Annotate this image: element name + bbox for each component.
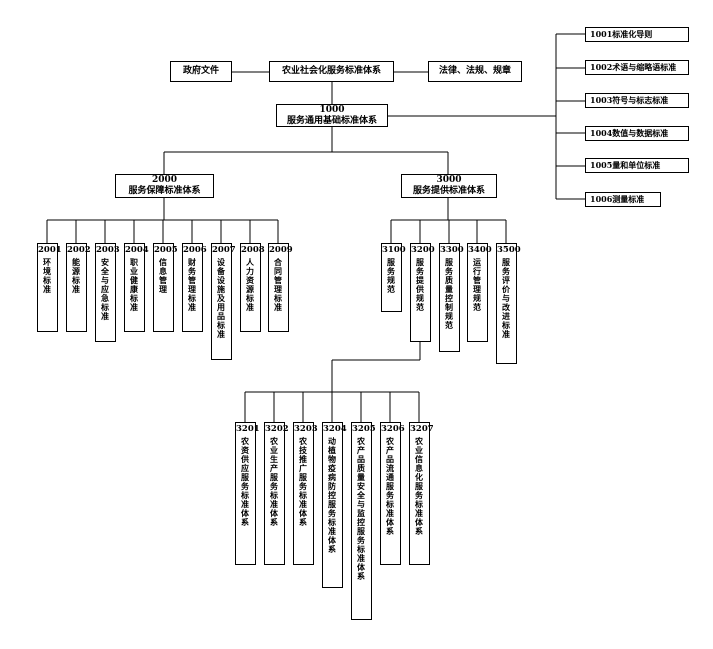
laws-label: 法律、法规、规章 [438, 66, 511, 76]
node-1000-code: 1000 [319, 104, 345, 115]
node-code: 2009 [269, 245, 293, 255]
gov-docs-label: 政府文件 [182, 66, 219, 76]
node-label: 人力资源标准 [245, 258, 256, 312]
node-2001: 2001 环境标准 [37, 243, 62, 332]
node-label: 职业健康标准 [129, 258, 140, 312]
laws-box: 法律、法规、规章 [428, 61, 522, 82]
node-code: 3400 [468, 245, 492, 255]
node-3500: 3500 服务评价与改进标准 [496, 243, 521, 364]
node-code: 2006 [183, 245, 207, 255]
node-label: 农产品流通服务标准体系 [385, 437, 396, 536]
node-3204: 3204 动植物疫病防控服务标准体系 [322, 422, 347, 588]
node-code: 2004 [125, 245, 149, 255]
node-2000-code: 2000 [151, 175, 178, 185]
node-2007: 2007 设备设施及用品标准 [211, 243, 236, 360]
node-2000-title: 服务保障标准体系 [128, 186, 201, 196]
node-label: 运行管理规范 [472, 258, 483, 312]
node-label: 服务质量控制规范 [444, 258, 455, 330]
root-node: 农业社会化服务标准体系 [269, 61, 394, 82]
side-item-label: 1002术语与缩略语标准 [590, 62, 677, 72]
node-3206: 3206 农产品流通服务标准体系 [380, 422, 405, 565]
node-3000-title: 服务提供标准体系 [412, 186, 485, 196]
node-3000: 3000 服务提供标准体系 [401, 174, 497, 198]
node-code: 2002 [67, 245, 91, 255]
node-code: 2007 [212, 245, 236, 255]
node-2002: 2002 能源标准 [66, 243, 91, 332]
node-label: 财务管理标准 [187, 258, 198, 312]
side-item: 1005量和单位标准 [585, 158, 689, 173]
node-code: 2005 [154, 245, 178, 255]
side-item-label: 1001标准化导则 [590, 29, 653, 39]
node-2008: 2008 人力资源标准 [240, 243, 265, 332]
node-label: 服务提供规范 [415, 258, 426, 312]
node-code: 2003 [96, 245, 120, 255]
node-2005: 2005 信息管理 [153, 243, 178, 332]
node-label: 合同管理标准 [273, 258, 284, 312]
node-3100: 3100 服务规范 [381, 243, 406, 312]
node-label: 动植物疫病防控服务标准体系 [327, 437, 338, 554]
node-code: 3202 [265, 424, 289, 434]
node-2004: 2004 职业健康标准 [124, 243, 149, 332]
root-node-label: 农业社会化服务标准体系 [281, 66, 381, 76]
node-code: 2001 [38, 245, 62, 255]
node-2006: 2006 财务管理标准 [182, 243, 207, 332]
node-label: 环境标准 [42, 258, 53, 294]
side-item: 1004数值与数据标准 [585, 126, 689, 141]
node-3300: 3300 服务质量控制规范 [439, 243, 464, 352]
node-code: 3500 [497, 245, 521, 255]
node-2000: 2000 服务保障标准体系 [115, 174, 214, 198]
node-code: 3207 [410, 424, 434, 434]
node-3400: 3400 运行管理规范 [467, 243, 492, 342]
node-code: 3200 [411, 245, 435, 255]
node-3202: 3202 农业生产服务标准体系 [264, 422, 289, 565]
node-code: 3201 [236, 424, 260, 434]
node-3203: 3203 农技推广服务标准体系 [293, 422, 318, 565]
side-item: 1006测量标准 [585, 192, 661, 207]
node-label: 服务评价与改进标准 [501, 258, 512, 339]
side-item: 1002术语与缩略语标准 [585, 60, 689, 75]
node-label: 农资供应服务标准体系 [240, 437, 251, 527]
side-item-label: 1006测量标准 [590, 194, 645, 204]
node-3205: 3205 农产品质量安全与监控服务标准体系 [351, 422, 376, 620]
node-2009: 2009 合同管理标准 [268, 243, 293, 332]
gov-docs-box: 政府文件 [170, 61, 232, 82]
node-3201: 3201 农资供应服务标准体系 [235, 422, 260, 565]
node-code: 3300 [440, 245, 464, 255]
node-label: 信息管理 [158, 258, 169, 294]
node-3000-code: 3000 [436, 175, 462, 185]
node-3200: 3200 服务提供规范 [410, 243, 435, 342]
node-label: 设备设施及用品标准 [216, 258, 227, 339]
side-item: 1003符号与标志标准 [585, 93, 689, 108]
node-label: 农业生产服务标准体系 [269, 437, 280, 527]
side-item-label: 1005量和单位标准 [590, 160, 661, 170]
node-label: 农技推广服务标准体系 [298, 437, 309, 527]
side-item-label: 1003符号与标志标准 [590, 95, 669, 105]
node-code: 3206 [381, 424, 405, 434]
node-2003: 2003 安全与应急标准 [95, 243, 120, 342]
node-code: 3203 [294, 424, 318, 434]
node-label: 服务规范 [386, 258, 397, 294]
side-item-label: 1004数值与数据标准 [590, 128, 669, 138]
node-code: 2008 [241, 245, 265, 255]
side-item: 1001标准化导则 [585, 27, 689, 42]
node-label: 农业信息化服务标准体系 [414, 437, 425, 536]
node-code: 3100 [382, 245, 406, 255]
node-code: 3204 [323, 424, 347, 434]
node-label: 农产品质量安全与监控服务标准体系 [356, 437, 367, 581]
node-1000: 1000 服务通用基础标准体系 [276, 104, 388, 127]
node-label: 能源标准 [71, 258, 82, 294]
node-code: 3205 [352, 424, 376, 434]
node-1000-title: 服务通用基础标准体系 [286, 115, 377, 126]
node-3207: 3207 农业信息化服务标准体系 [409, 422, 434, 565]
node-label: 安全与应急标准 [100, 258, 111, 321]
